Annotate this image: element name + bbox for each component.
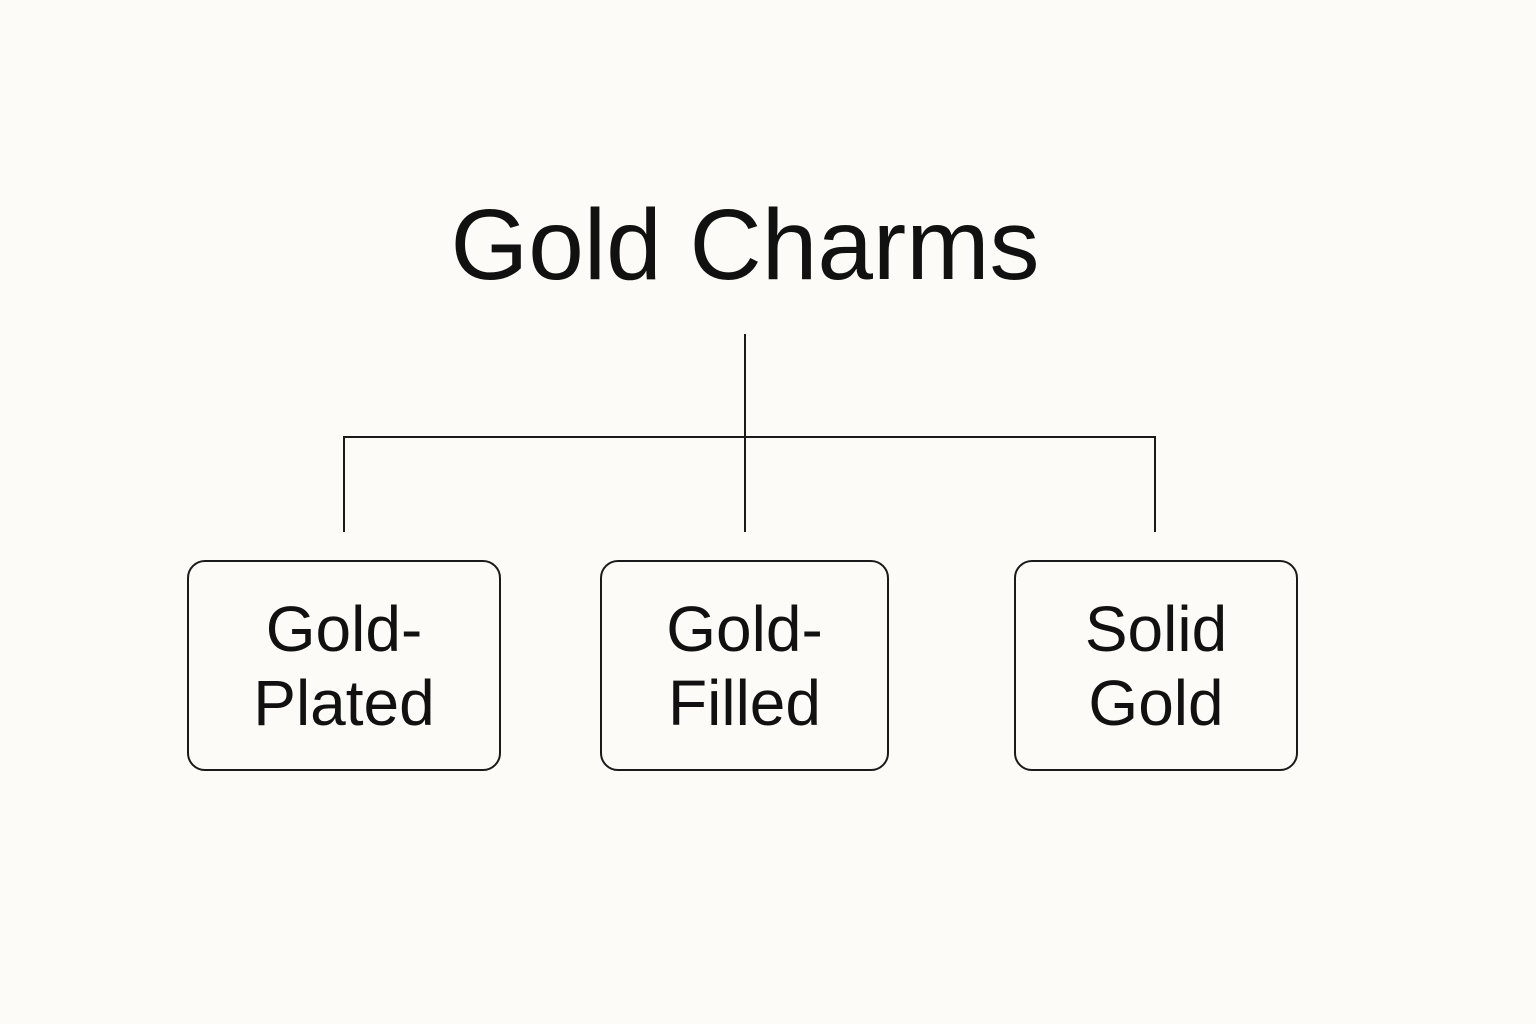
node-label-line: Gold- — [666, 592, 823, 665]
node-label-line: Solid — [1084, 592, 1228, 665]
root-node-title: Gold Charms — [450, 189, 1040, 301]
node-label-line: Gold — [1088, 666, 1224, 739]
child-node-gold-filled: Gold- Filled — [600, 560, 889, 771]
node-label-line: Gold- — [265, 592, 423, 665]
child-node-solid-gold: Solid Gold — [1014, 560, 1298, 771]
node-label-line: Plated — [253, 666, 435, 739]
child-node-gold-plated: Gold- Plated — [187, 560, 501, 771]
node-label-line: Filled — [668, 666, 821, 739]
